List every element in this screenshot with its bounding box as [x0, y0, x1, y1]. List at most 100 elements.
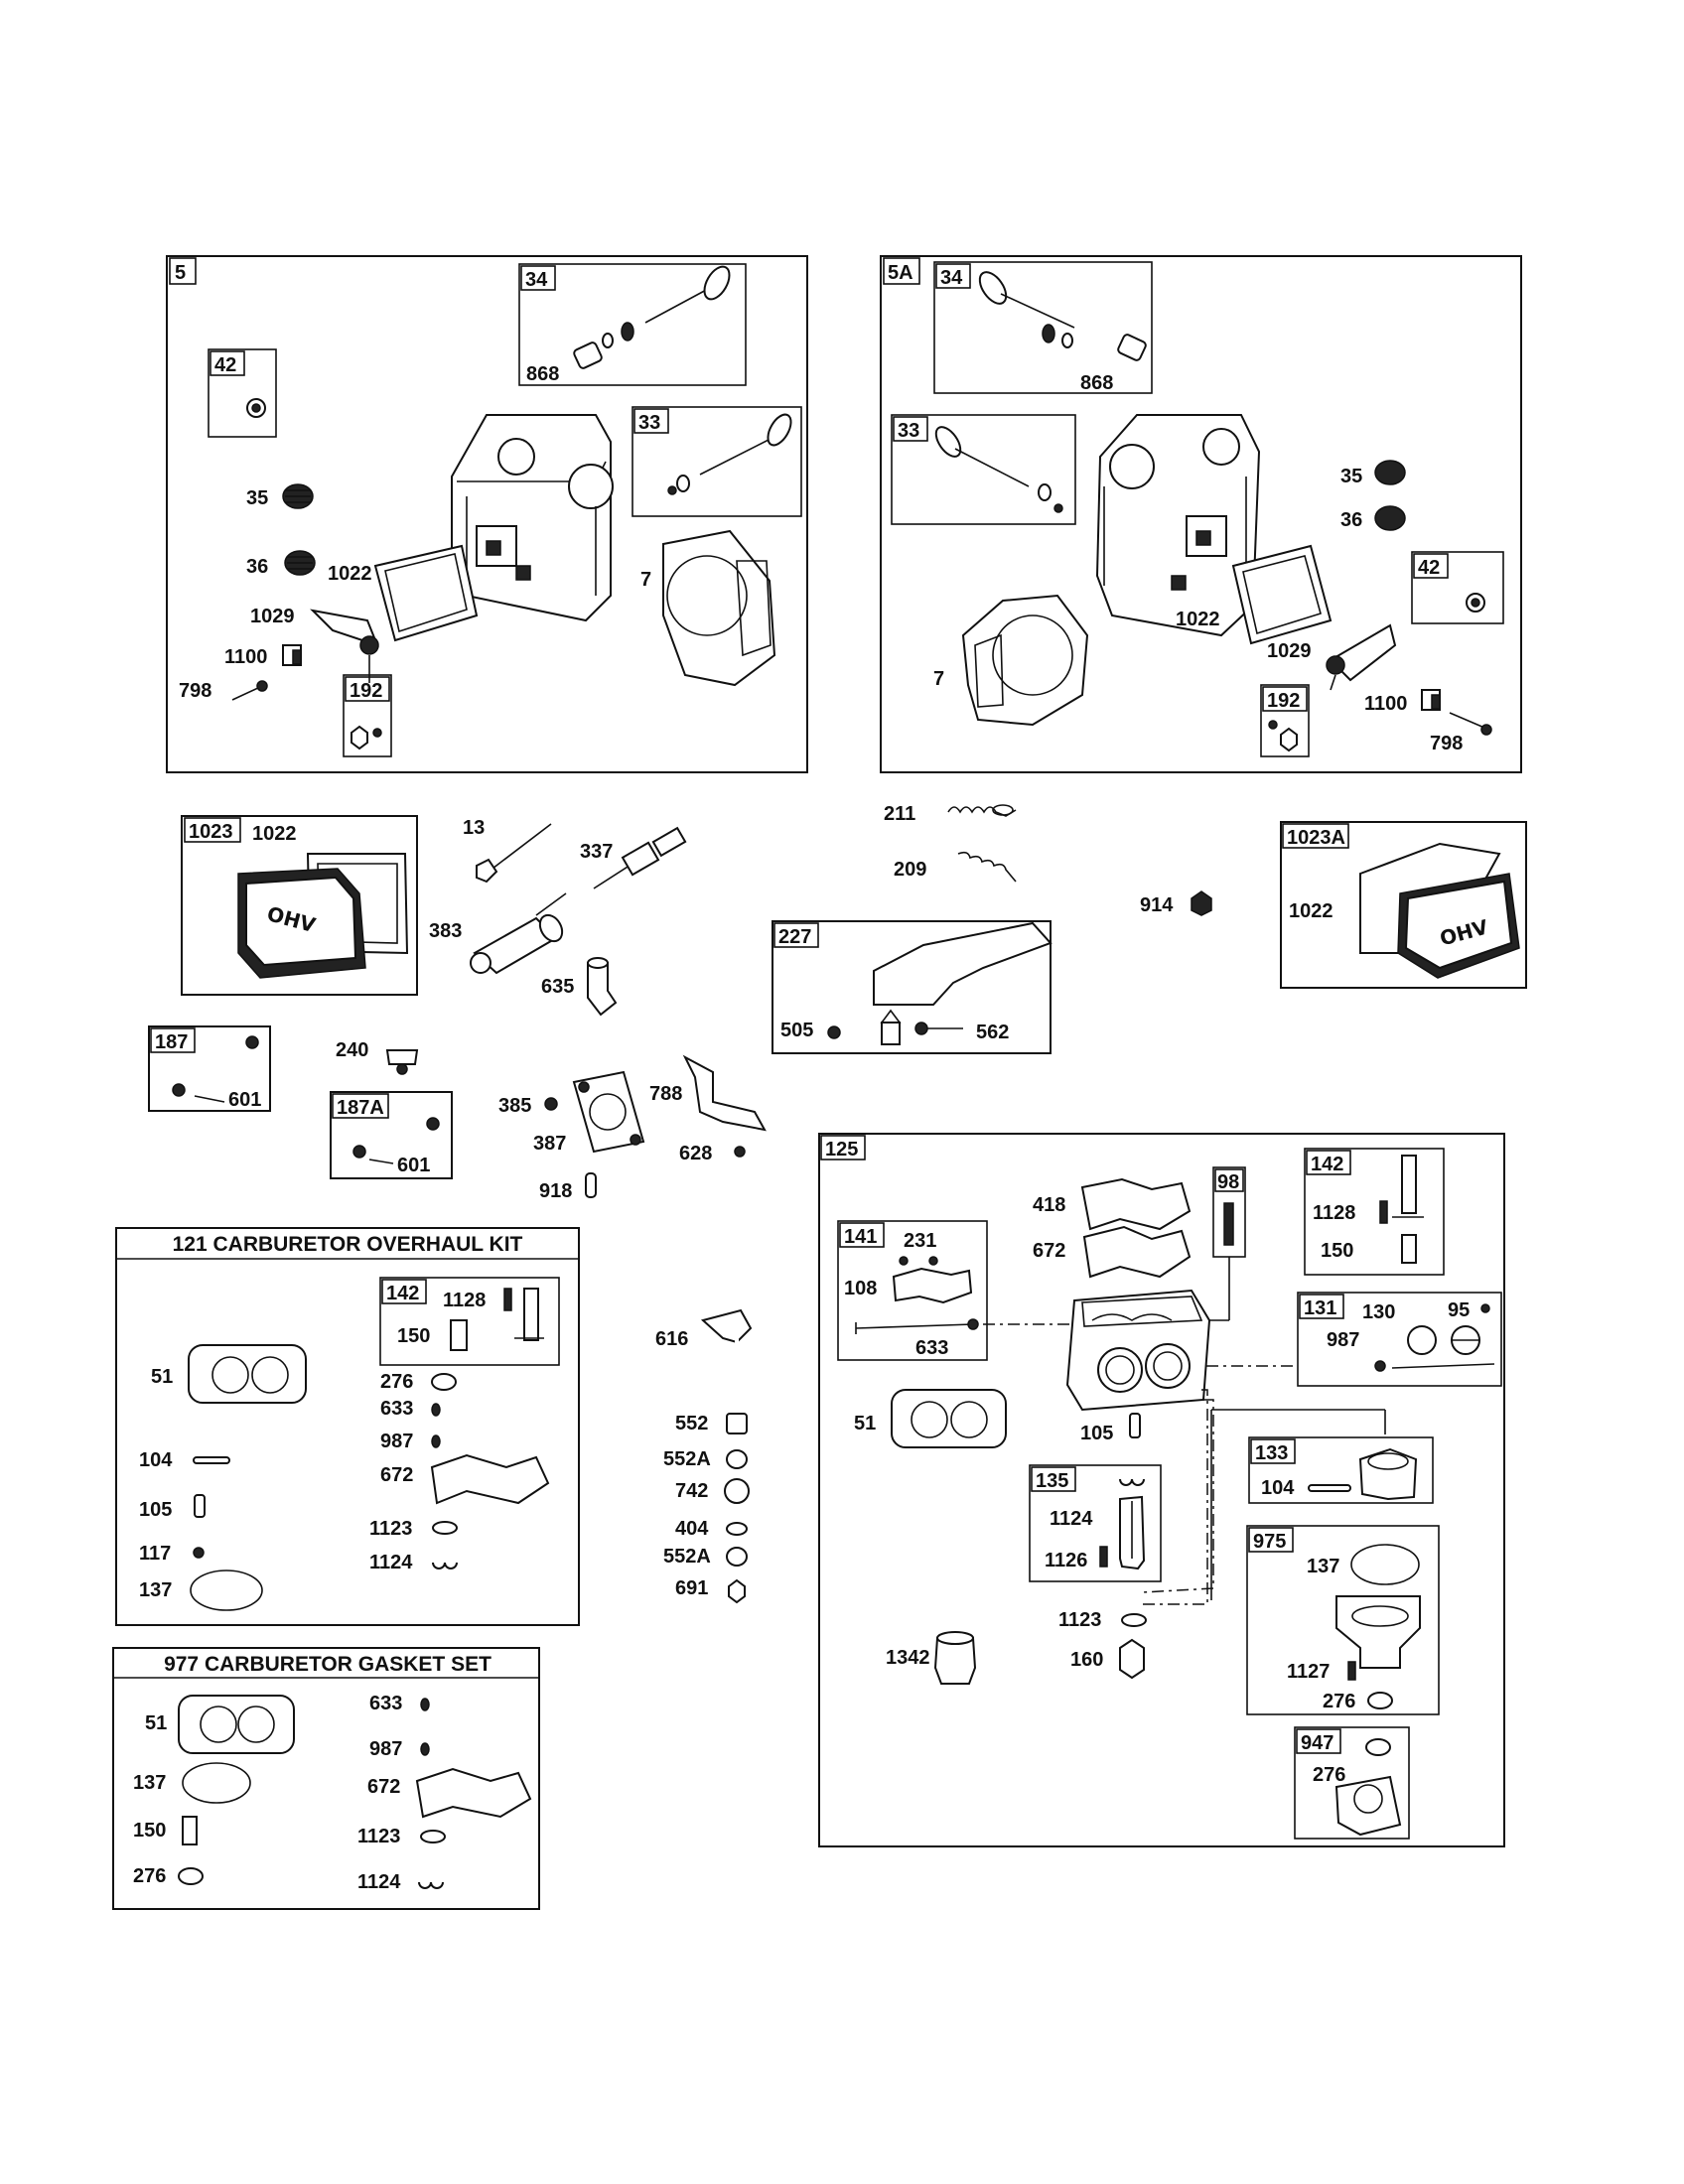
label-337: 337	[580, 841, 613, 863]
tag-192: 192	[1267, 690, 1300, 712]
rocker-arm	[1326, 623, 1397, 691]
assembly-1023-rocker-cover: 1023 1022 OHV	[181, 815, 418, 996]
label-13: 13	[463, 817, 485, 839]
screw-914	[1191, 890, 1212, 916]
valve-intake	[934, 426, 1063, 513]
label-868: 868	[526, 363, 559, 385]
carb-gasket-672	[430, 1453, 550, 1505]
assembly-1023a-rocker-cover: 1023A 1022 OHV	[1280, 821, 1527, 989]
tag-125: 125	[825, 1139, 858, 1160]
governor-shaft	[700, 1308, 753, 1405]
assembly-187-fuel-line: 187 601	[148, 1025, 271, 1112]
kit-121-carburetor-overhaul: 121 CARBURETOR OVERHAUL KIT 142 1128 150…	[115, 1227, 580, 1626]
tag-135: 135	[1036, 1470, 1068, 1492]
tag-947: 947	[1301, 1732, 1333, 1754]
label-1100: 1100	[224, 646, 267, 668]
label-1123: 1123	[1058, 1609, 1101, 1631]
label-1124: 1124	[357, 1871, 401, 1893]
tag-187: 187	[155, 1031, 188, 1053]
label-36: 36	[246, 556, 268, 578]
label-150: 150	[133, 1820, 166, 1842]
label-1128: 1128	[443, 1290, 486, 1311]
label-117: 117	[139, 1543, 171, 1565]
label-1124: 1124	[369, 1552, 413, 1573]
label-635: 635	[541, 976, 574, 998]
label-137: 137	[133, 1772, 166, 1794]
label-1342: 1342	[886, 1647, 930, 1669]
tag-42: 42	[1418, 557, 1440, 579]
kit-977-carburetor-gasket-set: 977 CARBURETOR GASKET SET 51 633 987 137…	[112, 1647, 540, 1910]
label-95: 95	[1448, 1299, 1470, 1321]
label-987: 987	[380, 1431, 413, 1452]
label-231: 231	[904, 1230, 936, 1252]
label-276: 276	[1323, 1691, 1355, 1712]
valve-spring-36	[284, 550, 316, 576]
valve-spring-36	[1374, 505, 1406, 531]
tag-187a: 187A	[337, 1097, 384, 1119]
label-1029: 1029	[250, 606, 295, 627]
label-562: 562	[976, 1022, 1009, 1043]
label-1123: 1123	[357, 1826, 400, 1847]
tag-142: 142	[1311, 1154, 1343, 1175]
valve-keeper	[1466, 593, 1485, 613]
rocker-stud	[231, 680, 268, 701]
rocker-pivot	[282, 644, 302, 666]
tag-5a: 5A	[888, 262, 913, 284]
label-404: 404	[675, 1518, 709, 1540]
breather-tube	[470, 892, 567, 975]
label-633: 633	[380, 1398, 413, 1420]
label-7: 7	[933, 668, 944, 690]
governor-spring	[947, 804, 1017, 817]
label-672: 672	[380, 1464, 413, 1486]
label-987: 987	[1327, 1329, 1359, 1351]
label-383: 383	[429, 920, 462, 942]
label-276: 276	[133, 1865, 166, 1887]
tag-98: 98	[1217, 1171, 1239, 1193]
label-387: 387	[533, 1133, 566, 1155]
tag-1023: 1023	[189, 821, 233, 843]
rocker-nut	[1268, 720, 1298, 752]
label-1022: 1022	[1289, 900, 1333, 922]
valve-exhaust	[573, 265, 731, 369]
tag-141: 141	[844, 1226, 877, 1248]
rocker-nut	[351, 725, 382, 751]
tag-33: 33	[638, 412, 660, 434]
label-137: 137	[1307, 1556, 1339, 1577]
label-672: 672	[367, 1776, 400, 1798]
assembly-125-carburetor: 125 418 672 98 142 1128 150 141 231 108 …	[818, 1133, 1505, 1847]
kit-title-977: 977 CARBURETOR GASKET SET	[164, 1653, 491, 1676]
bracket-788	[682, 1054, 767, 1158]
label-1100: 1100	[1364, 693, 1407, 715]
cylinder-head-gasket	[662, 529, 776, 687]
fuel-pump-cap	[385, 1049, 419, 1075]
label-601: 601	[397, 1155, 430, 1176]
label-1022: 1022	[1176, 609, 1220, 630]
spark-plug	[593, 826, 687, 889]
assembly-5-cylinder-head: 5 34 868 42 33	[166, 255, 808, 773]
label-742: 742	[675, 1480, 708, 1502]
label-51: 51	[151, 1366, 173, 1388]
valve-intake	[667, 413, 792, 495]
tag-34: 34	[525, 269, 548, 291]
cylinder-head-body	[1095, 414, 1261, 637]
label-633: 633	[369, 1693, 402, 1714]
tag-33: 33	[898, 420, 919, 442]
label-36: 36	[1340, 509, 1362, 531]
label-137: 137	[139, 1579, 172, 1601]
label-150: 150	[1321, 1240, 1353, 1262]
label-918: 918	[539, 1180, 572, 1202]
label-552: 552	[675, 1413, 708, 1434]
label-1123: 1123	[369, 1518, 412, 1540]
rocker-arm	[310, 609, 379, 683]
carburetor-body	[1065, 1289, 1211, 1412]
label-914: 914	[1140, 894, 1174, 916]
assembly-5a-cylinder-head: 5A 34 868 33	[880, 255, 1522, 773]
governor-spring-small	[957, 851, 1017, 883]
assembly-227-bracket: 227 505 562	[772, 920, 1052, 1054]
label-788: 788	[649, 1083, 682, 1105]
label-1126: 1126	[1045, 1550, 1087, 1571]
valve-spring-35	[282, 483, 314, 509]
label-130: 130	[1362, 1301, 1395, 1323]
label-798: 798	[1430, 733, 1463, 754]
